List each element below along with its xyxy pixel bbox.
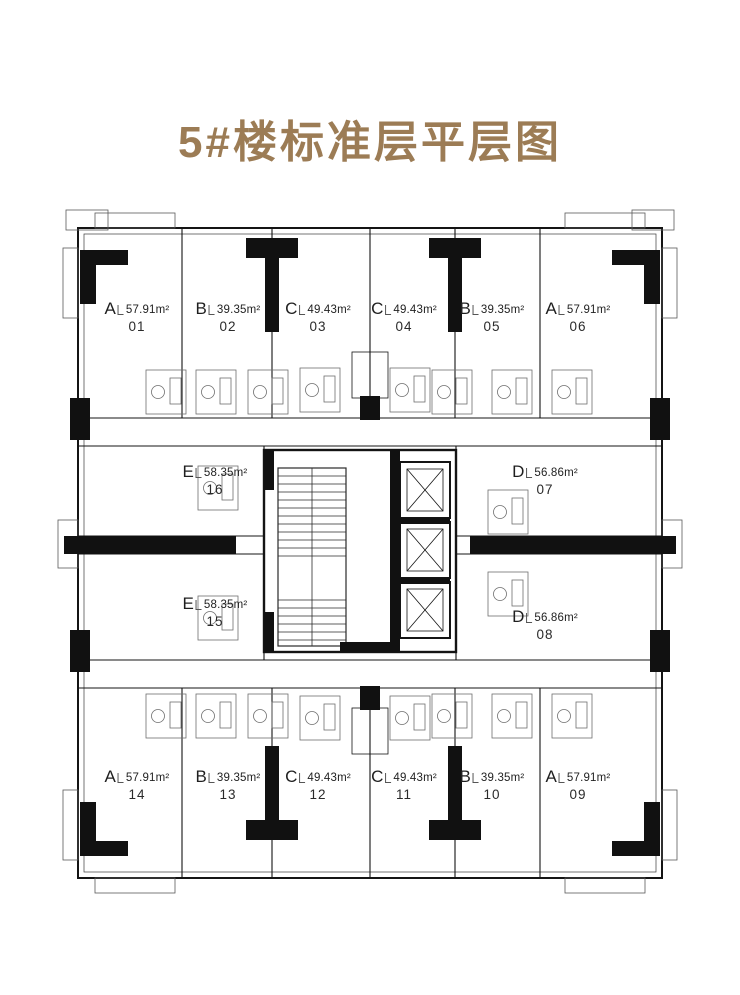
unit-area: 49.43m² — [307, 771, 351, 784]
unit-type: C — [285, 299, 298, 318]
unit-label-03: C 49.43m² 03 — [285, 300, 351, 334]
unit-divider-mark — [472, 773, 479, 783]
core — [262, 448, 458, 654]
elevator-shafts — [399, 461, 451, 639]
unit-number: 09 — [569, 787, 587, 802]
elevator-shaft-1 — [399, 461, 451, 519]
unit-number: 12 — [309, 787, 327, 802]
unit-divider-mark — [385, 773, 392, 783]
staircase — [277, 467, 347, 647]
unit-divider-mark — [558, 305, 565, 315]
unit-number: 15 — [206, 614, 224, 629]
elevator-shaft-3 — [399, 581, 451, 639]
unit-number: 14 — [128, 787, 146, 802]
unit-type: B — [195, 767, 207, 786]
unit-area: 39.35m² — [480, 303, 525, 316]
unit-label-15: E 58.35m² 15 — [183, 595, 248, 629]
unit-number: 04 — [395, 319, 413, 334]
unit-area: 57.91m² — [125, 303, 170, 316]
unit-label-16: E 58.35m² 16 — [183, 463, 248, 497]
unit-type: E — [182, 594, 194, 613]
unit-area: 39.35m² — [216, 771, 261, 784]
unit-number: 03 — [309, 319, 327, 334]
unit-type: A — [104, 299, 116, 318]
unit-divider-mark — [117, 773, 124, 783]
unit-area: 49.43m² — [393, 771, 437, 784]
unit-type: A — [545, 299, 557, 318]
unit-divider-mark — [208, 305, 215, 315]
unit-divider-mark — [558, 773, 565, 783]
unit-label-07: D 56.86m² 07 — [512, 463, 578, 497]
elevator-shaft-2 — [399, 521, 451, 579]
unit-label-11: C 49.43m² 11 — [371, 768, 437, 802]
unit-label-08: D 56.86m² 08 — [512, 608, 578, 642]
unit-area: 39.35m² — [480, 771, 525, 784]
unit-area: 39.35m² — [216, 303, 261, 316]
unit-label-04: C 49.43m² 04 — [371, 300, 437, 334]
balcony-outlines — [57, 209, 683, 894]
unit-type: E — [182, 462, 194, 481]
unit-type: B — [195, 299, 207, 318]
unit-area: 58.35m² — [203, 466, 248, 479]
unit-type: D — [512, 607, 525, 626]
unit-number: 07 — [536, 482, 554, 497]
unit-type: B — [459, 299, 471, 318]
unit-divider-mark — [526, 613, 533, 623]
unit-divider-mark — [117, 305, 124, 315]
unit-number: 16 — [206, 482, 224, 497]
unit-type: D — [512, 462, 525, 481]
unit-number: 10 — [483, 787, 501, 802]
unit-label-09: A 57.91m² 09 — [546, 768, 611, 802]
unit-type: A — [545, 767, 557, 786]
unit-divider-mark — [299, 305, 306, 315]
unit-label-01: A 57.91m² 01 — [105, 300, 170, 334]
unit-area: 57.91m² — [566, 771, 611, 784]
unit-type: C — [371, 299, 384, 318]
unit-type: A — [104, 767, 116, 786]
unit-label-10: B 39.35m² 10 — [460, 768, 525, 802]
unit-divider-mark — [385, 305, 392, 315]
unit-divider-mark — [472, 305, 479, 315]
unit-divider-mark — [208, 773, 215, 783]
unit-label-13: B 39.35m² 13 — [196, 768, 261, 802]
unit-label-14: A 57.91m² 14 — [105, 768, 170, 802]
unit-divider-mark — [195, 468, 202, 478]
unit-area: 56.86m² — [534, 611, 578, 624]
unit-area: 58.35m² — [203, 598, 248, 611]
unit-label-12: C 49.43m² 12 — [285, 768, 351, 802]
unit-label-02: B 39.35m² 02 — [196, 300, 261, 334]
unit-number: 01 — [128, 319, 146, 334]
page-title: 5#楼标准层平层图 — [178, 118, 562, 167]
unit-divider-mark — [195, 600, 202, 610]
unit-label-06: A 57.91m² 06 — [546, 300, 611, 334]
unit-type: C — [371, 767, 384, 786]
unit-area: 49.43m² — [307, 303, 351, 316]
unit-number: 05 — [483, 319, 501, 334]
unit-label-05: B 39.35m² 05 — [460, 300, 525, 334]
unit-divider-mark — [526, 468, 533, 478]
unit-area: 57.91m² — [566, 303, 611, 316]
unit-type: B — [459, 767, 471, 786]
unit-number: 08 — [536, 627, 554, 642]
shear-walls — [64, 238, 676, 856]
unit-area: 57.91m² — [125, 771, 170, 784]
unit-number: 02 — [219, 319, 237, 334]
unit-number: 06 — [569, 319, 587, 334]
unit-divider-mark — [299, 773, 306, 783]
unit-type: C — [285, 767, 298, 786]
unit-number: 13 — [219, 787, 237, 802]
unit-area: 56.86m² — [534, 466, 578, 479]
unit-number: 11 — [395, 787, 412, 802]
unit-area: 49.43m² — [393, 303, 437, 316]
